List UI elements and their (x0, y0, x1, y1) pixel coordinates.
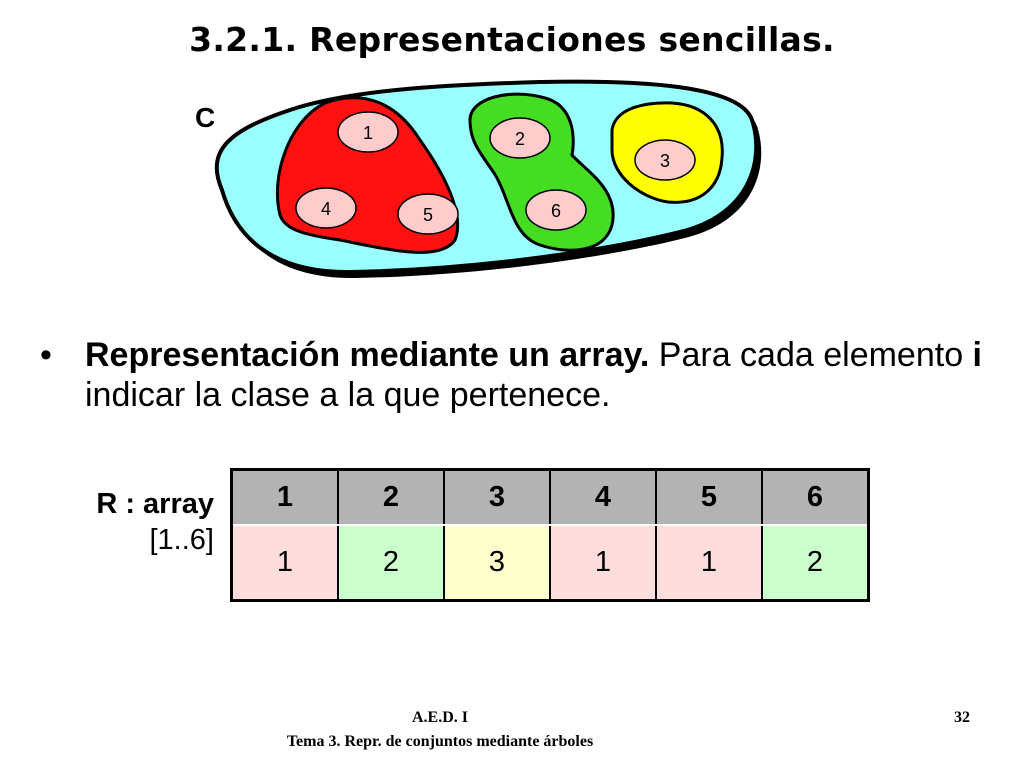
set-partition-diagram: 1 2 3 4 5 6 (214, 79, 762, 279)
bullet-text-part-1: Para cada elemento (649, 336, 973, 374)
svg-text:4: 4 (321, 199, 331, 219)
bullet-bold-heading: Representación mediante un array. (85, 336, 650, 374)
array-label: R : array [1..6] (40, 486, 214, 558)
bullet-text: Representación mediante un array. Para c… (85, 335, 985, 415)
array-index-cell: 5 (655, 469, 763, 526)
svg-text:2: 2 (515, 129, 525, 149)
svg-text:1: 1 (363, 123, 373, 143)
array-index-cell: 1 (230, 469, 339, 526)
array-value-cell: 1 (230, 525, 339, 601)
element-node-1: 1 (337, 111, 399, 153)
element-node-3: 3 (634, 139, 696, 181)
array-index-cell: 6 (761, 469, 870, 526)
set-label: C (195, 102, 216, 133)
element-node-4: 4 (295, 187, 357, 229)
bullet-text-part-2: indicar la clase a la que pertenece. (85, 376, 611, 414)
array-table: 1 2 3 4 5 6 1 2 3 1 1 2 (230, 468, 870, 602)
footer-course: A.E.D. I Tema 3. Repr. de conjuntos medi… (220, 706, 660, 754)
element-node-5: 5 (397, 193, 459, 235)
array-range: [1..6] (149, 524, 215, 556)
array-index-cell: 4 (549, 469, 657, 526)
array-index-cell: 3 (443, 469, 551, 526)
array-value-row: 1 2 3 1 1 2 (230, 525, 870, 601)
slide-title: 3.2.1. Representaciones sencillas. (189, 20, 835, 59)
footer-course-name: A.E.D. I (411, 709, 468, 726)
svg-text:5: 5 (423, 205, 433, 225)
page-number: 32 (954, 709, 970, 726)
element-node-2: 2 (489, 117, 551, 159)
array-value-cell: 2 (761, 525, 870, 601)
bullet-icon: • (40, 336, 52, 374)
array-value-cell: 2 (337, 525, 445, 601)
svg-text:6: 6 (551, 201, 561, 221)
array-name: R : array (96, 488, 214, 520)
array-index-row: 1 2 3 4 5 6 (230, 469, 870, 526)
array-value-cell: 1 (549, 525, 657, 601)
footer-topic: Tema 3. Repr. de conjuntos mediante árbo… (286, 733, 594, 750)
element-node-6: 6 (525, 189, 587, 231)
array-index-cell: 2 (337, 469, 445, 526)
array-value-cell: 1 (655, 525, 763, 601)
svg-text:3: 3 (660, 151, 670, 171)
array-value-cell: 3 (443, 525, 551, 601)
bullet-bold-i: i (972, 336, 982, 374)
